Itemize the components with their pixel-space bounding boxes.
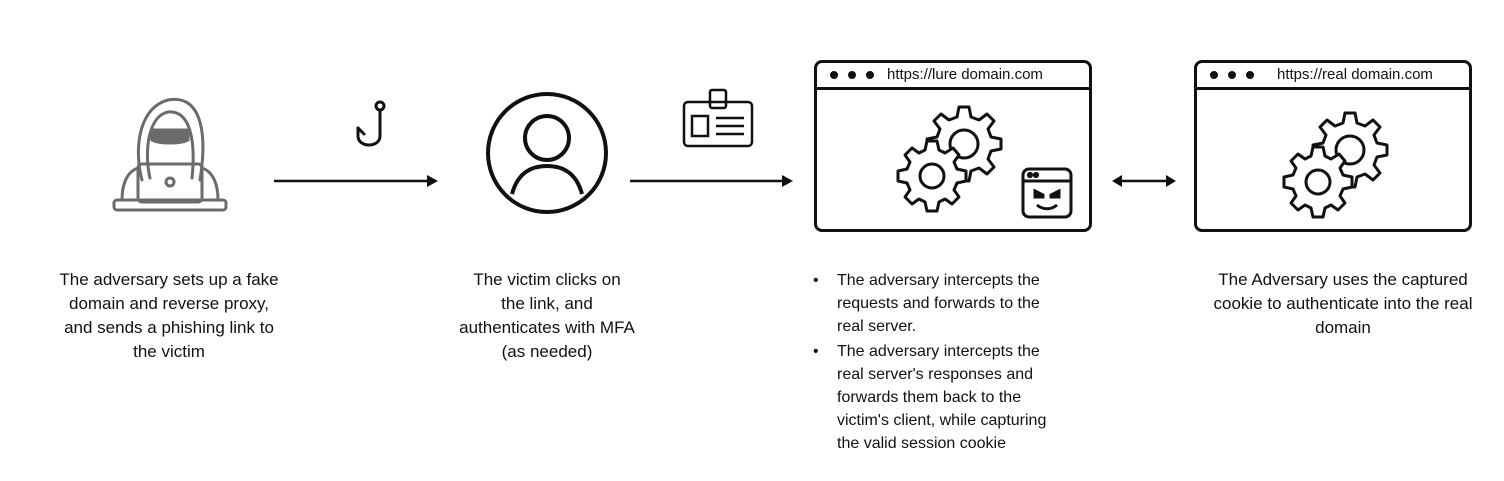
window-dot-icon — [1228, 71, 1236, 79]
window-dot-icon — [866, 71, 874, 79]
arrow-hacker-to-victim — [274, 175, 438, 187]
step-1-caption: The adversary sets up a fake domain and … — [20, 268, 318, 364]
caption-line: authenticates with MFA — [459, 318, 635, 337]
lure-site-window: https://lure domain.com — [814, 60, 1092, 232]
double-arrow-lure-real — [1112, 175, 1176, 187]
fishhook-icon — [356, 100, 386, 147]
caption-line: domain and reverse proxy, — [68, 294, 269, 313]
malicious-script-icon — [1021, 167, 1073, 219]
caption-line: and sends a phishing link to — [64, 318, 274, 337]
id-badge-icon — [682, 88, 754, 148]
window-dot-icon — [848, 71, 856, 79]
bullet-line: The adversary intercepts the — [837, 343, 1040, 360]
bullet-line: the valid session cookie — [837, 435, 1006, 452]
bullet-line: The adversary intercepts the — [837, 272, 1040, 289]
window-dot-icon — [830, 71, 838, 79]
step-3-bullets: The adversary intercepts the requests an… — [813, 269, 1113, 457]
caption-line: The adversary sets up a fake — [59, 270, 279, 289]
real-site-window: https://real domain.com — [1194, 60, 1472, 232]
caption-line: the victim — [133, 342, 205, 361]
gears-icon — [896, 105, 1003, 213]
lure-url: https://lure domain.com — [887, 66, 1043, 83]
caption-line: the link, and — [501, 294, 593, 313]
bullet-line: real server's responses and — [837, 366, 1034, 383]
browser-titlebar: https://lure domain.com — [817, 63, 1089, 90]
caption-line: (as needed) — [501, 342, 593, 361]
bullet-line: requests and forwards to the — [837, 295, 1040, 312]
bullet-item: The adversary intercepts the real server… — [813, 340, 1113, 455]
caption-line: The victim clicks on — [473, 270, 621, 289]
window-dot-icon — [1246, 71, 1254, 79]
bullet-item: The adversary intercepts the requests an… — [813, 269, 1113, 338]
gears-icon — [1282, 111, 1389, 219]
hacker-icon — [112, 97, 228, 212]
window-dot-icon — [1210, 71, 1218, 79]
caption-line: domain — [1315, 318, 1371, 337]
step-4-caption: The Adversary uses the captured cookie t… — [1184, 268, 1502, 340]
bullet-line: forwards them back to the — [837, 389, 1022, 406]
user-icon — [486, 92, 608, 214]
real-url: https://real domain.com — [1277, 66, 1433, 83]
step-2-caption: The victim clicks on the link, and authe… — [418, 268, 676, 364]
browser-titlebar: https://real domain.com — [1197, 63, 1469, 90]
caption-line: The Adversary uses the captured — [1218, 270, 1468, 289]
bullet-line: victim's client, while capturing — [837, 412, 1047, 429]
bullet-line: real server. — [837, 318, 917, 335]
caption-line: cookie to authenticate into the real — [1213, 294, 1473, 313]
arrow-victim-to-lure — [630, 175, 793, 187]
